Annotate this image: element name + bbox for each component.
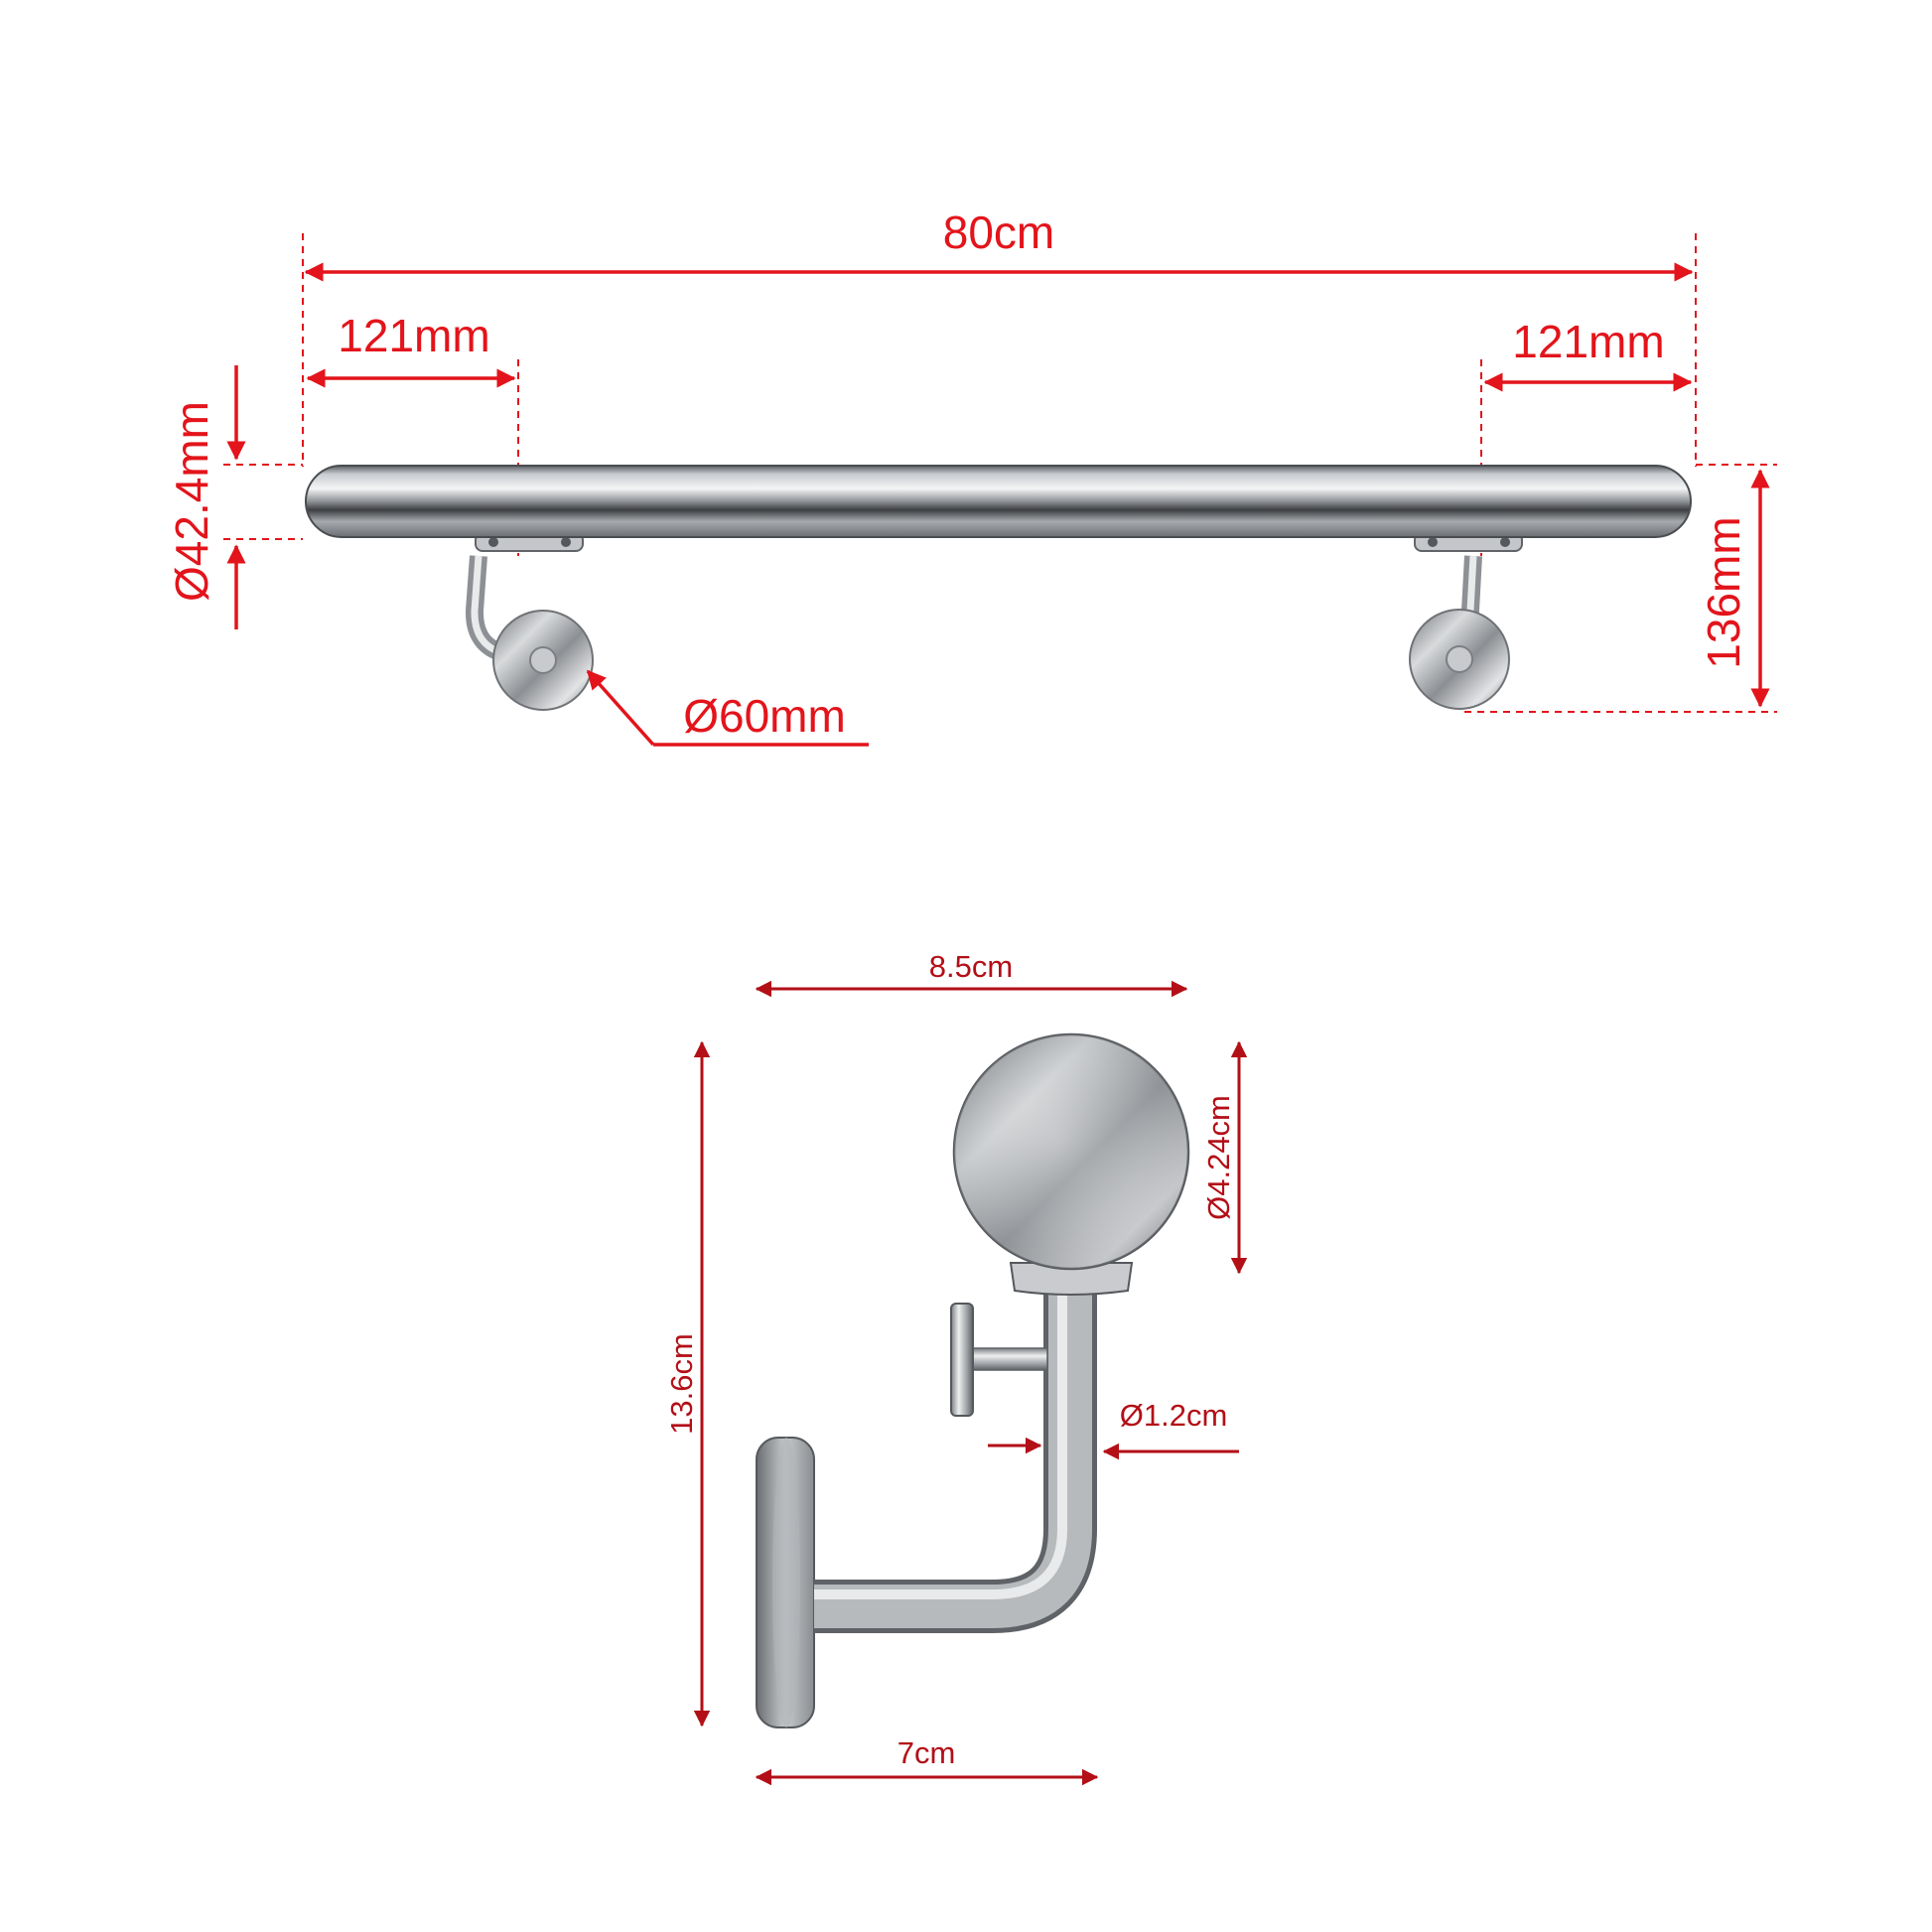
base-diameter-label: Ø60mm [683, 690, 846, 742]
bracket-width-label: 8.5cm [929, 949, 1013, 984]
fixing-screw [950, 1303, 1048, 1417]
left-offset-label: 121mm [338, 310, 489, 361]
height-label: 136mm [1698, 516, 1749, 668]
base-diameter-leader-arrow [586, 669, 655, 747]
handrail-tube [305, 465, 1692, 538]
tube-diameter-label: Ø42.4mm [166, 401, 217, 602]
saddle-diameter-label: Ø4.24cm [1201, 1095, 1236, 1220]
wall-mounting-plate [756, 1437, 815, 1728]
rail-cross-section [952, 1033, 1190, 1271]
saddle-clamp [1009, 1262, 1134, 1296]
overall-length-label: 80cm [943, 207, 1054, 258]
bracket-detail-view: 8.5cm 13.6cm Ø4.24cm 7cm Ø1.2cm [664, 949, 1248, 1786]
bracket-height-label: 13.6cm [664, 1333, 699, 1435]
right-offset-label: 121mm [1512, 316, 1664, 367]
right-wall-bracket [1409, 532, 1523, 710]
rod-diameter-label: Ø1.2cm [1120, 1398, 1228, 1433]
top-view: 80cm 121mm 121mm Ø42.4mm 136mm [166, 207, 1777, 747]
bracket-depth-label: 7cm [897, 1735, 956, 1770]
bent-support-rod [814, 1281, 1097, 1633]
left-wall-bracket [466, 532, 594, 711]
